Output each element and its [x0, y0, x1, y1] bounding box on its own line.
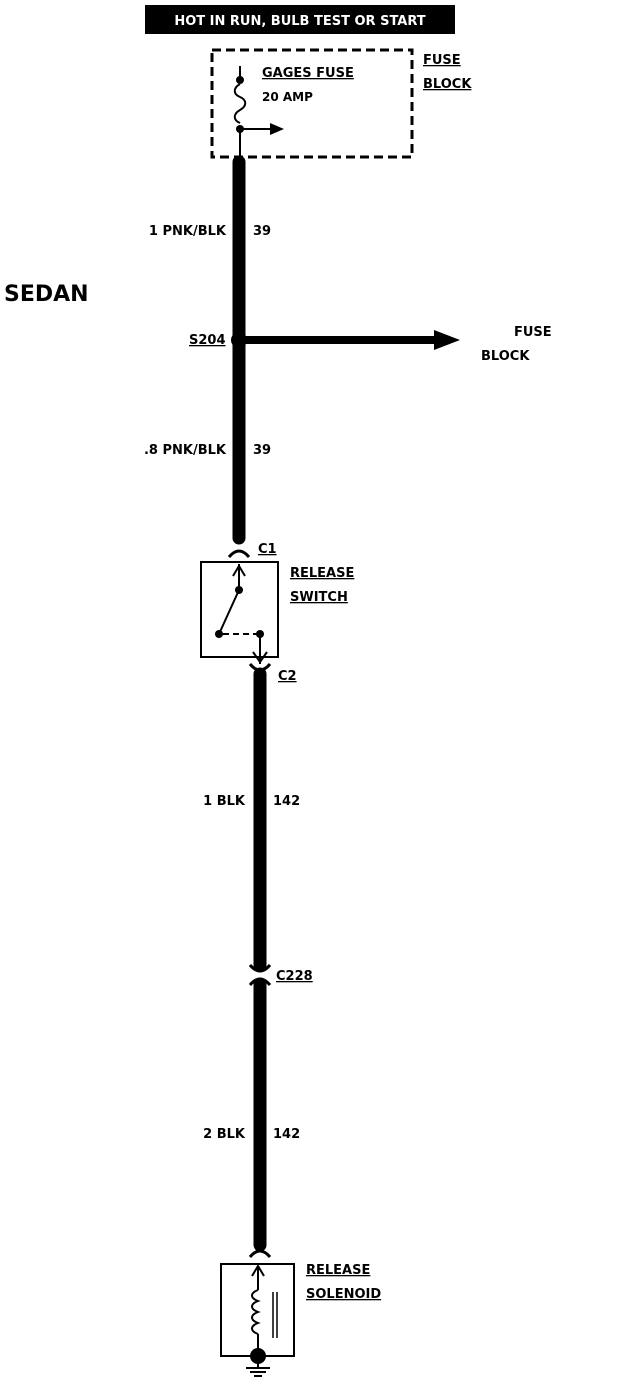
ground-icon [246, 1348, 270, 1377]
switch-label-line1: RELEASE [290, 566, 354, 581]
solenoid-label-line1: RELEASE [306, 1263, 370, 1278]
fuse-name: GAGES FUSE [262, 66, 354, 81]
solenoid-label-line2: SOLENOID [306, 1287, 381, 1302]
wire-1-gauge-color: 1 PNK/BLK [149, 224, 227, 239]
wire-2-circuit: 39 [253, 443, 271, 458]
wire-1-circuit: 39 [253, 224, 271, 239]
connector-c1-label: C1 [258, 542, 277, 557]
power-condition-banner [145, 5, 455, 34]
fuse-block-outline [210, 48, 414, 159]
fuse-location-line2: BLOCK [423, 77, 472, 92]
connector-c228-label: C228 [276, 969, 313, 984]
switch-label-line2: SWITCH [290, 590, 348, 605]
release-switch-box [200, 561, 279, 658]
connector-c228-symbol-top [248, 963, 272, 973]
splice-branch-arrow [434, 330, 460, 350]
splice-dest-line2: BLOCK [481, 349, 530, 364]
fuse-location-line1: FUSE [423, 53, 461, 68]
splice-id: S204 [189, 333, 226, 348]
fuse-rating: 20 AMP [262, 90, 313, 104]
wire-2-gauge-color: .8 PNK/BLK [144, 443, 227, 458]
release-switch-symbol [215, 564, 268, 664]
connector-solenoid-symbol [248, 1249, 272, 1259]
connector-c2-label: C2 [278, 669, 297, 684]
model-label: SEDAN [4, 282, 89, 307]
wire-3-gauge-color: 1 BLK [203, 794, 246, 809]
power-condition-label: HOT IN RUN, BULB TEST OR START [174, 14, 425, 29]
splice-dest-line1: FUSE [514, 325, 552, 340]
wire-4-circuit: 142 [273, 1127, 300, 1142]
release-solenoid-symbol [251, 1264, 278, 1355]
wire-3-circuit: 142 [273, 794, 300, 809]
connector-c1-symbol [227, 549, 251, 559]
wire-4-gauge-color: 2 BLK [203, 1127, 246, 1142]
gages-fuse-symbol [233, 66, 284, 158]
